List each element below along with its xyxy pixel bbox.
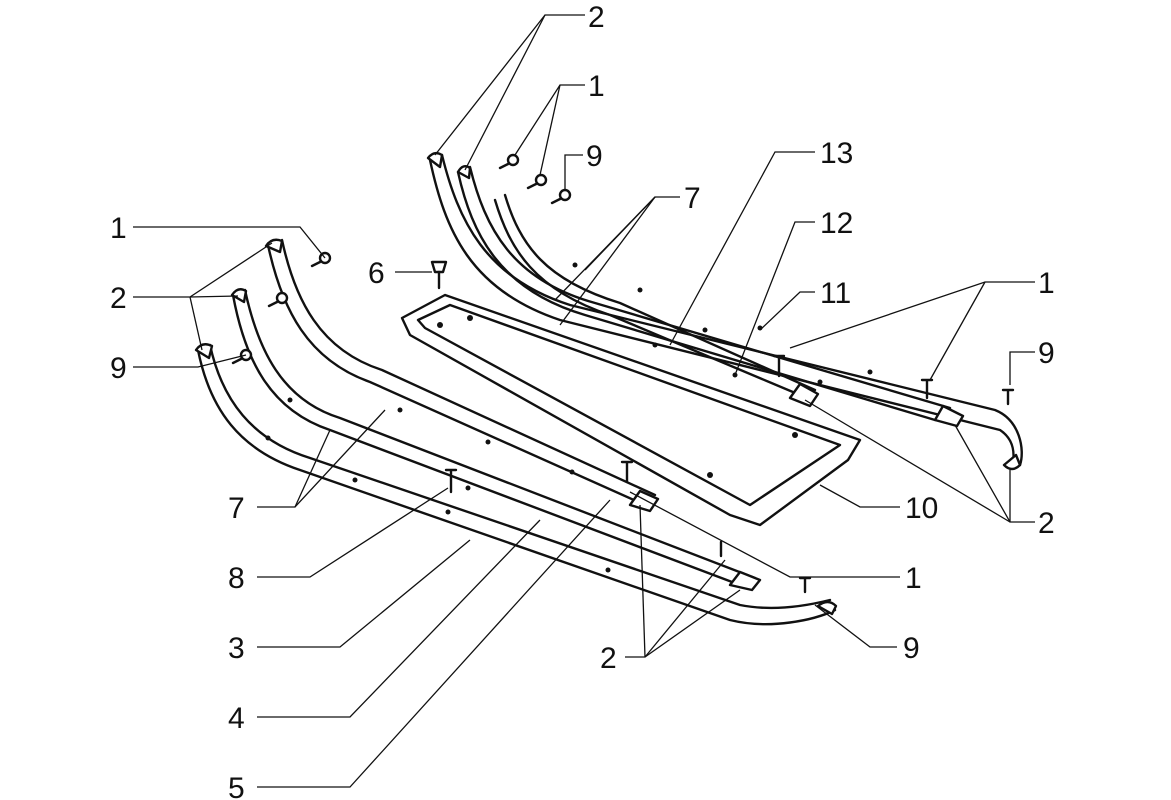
floor-mat — [400, 293, 862, 527]
callout-2: 2 — [1038, 507, 1055, 540]
callout-4: 4 — [228, 702, 245, 735]
callout-12: 12 — [820, 207, 853, 240]
screw-icon — [550, 188, 572, 205]
callout-9: 9 — [110, 352, 127, 385]
bolt-icon — [798, 576, 812, 594]
callout-1: 1 — [588, 70, 605, 103]
bolt-icon — [620, 460, 634, 484]
callout-8: 8 — [228, 562, 245, 595]
callout-3: 3 — [228, 632, 245, 665]
screw-icon — [267, 291, 289, 308]
rail-right-outer — [426, 151, 1023, 471]
bolt-icon — [444, 468, 458, 494]
rail-left-outer — [194, 343, 838, 626]
screw-icon — [498, 153, 520, 170]
callout-9: 9 — [903, 632, 920, 665]
callout-2: 2 — [600, 642, 617, 675]
callout-2: 2 — [110, 282, 127, 315]
callout-9: 9 — [586, 140, 603, 173]
callout-5: 5 — [228, 772, 245, 800]
callout-1: 1 — [1038, 267, 1055, 300]
callout-9: 9 — [1038, 337, 1055, 370]
rail-right-inner — [456, 165, 965, 428]
screw-icon — [526, 173, 548, 190]
plug-icon — [430, 260, 448, 290]
callout-7: 7 — [228, 492, 245, 525]
leader-lines — [133, 14, 1035, 788]
callout-7: 7 — [684, 182, 701, 215]
callout-2: 2 — [588, 1, 605, 34]
bolt-icon — [1001, 388, 1015, 406]
callout-11: 11 — [820, 277, 851, 310]
callout-1: 1 — [905, 562, 922, 595]
rail-left-middle — [230, 288, 762, 592]
right-rail-holes — [572, 262, 873, 385]
bolt-icon — [772, 354, 786, 378]
callout-labels: 1 2 9 6 7 8 3 4 5 2 1 9 7 13 12 11 1 9 1… — [110, 1, 1055, 800]
callout-10: 10 — [905, 492, 938, 525]
callout-1: 1 — [110, 212, 127, 245]
rail-right-strip — [493, 193, 820, 408]
left-rail-holes — [265, 397, 611, 573]
screw-icon — [310, 251, 332, 268]
callout-6: 6 — [368, 257, 385, 290]
callout-13: 13 — [820, 137, 853, 170]
